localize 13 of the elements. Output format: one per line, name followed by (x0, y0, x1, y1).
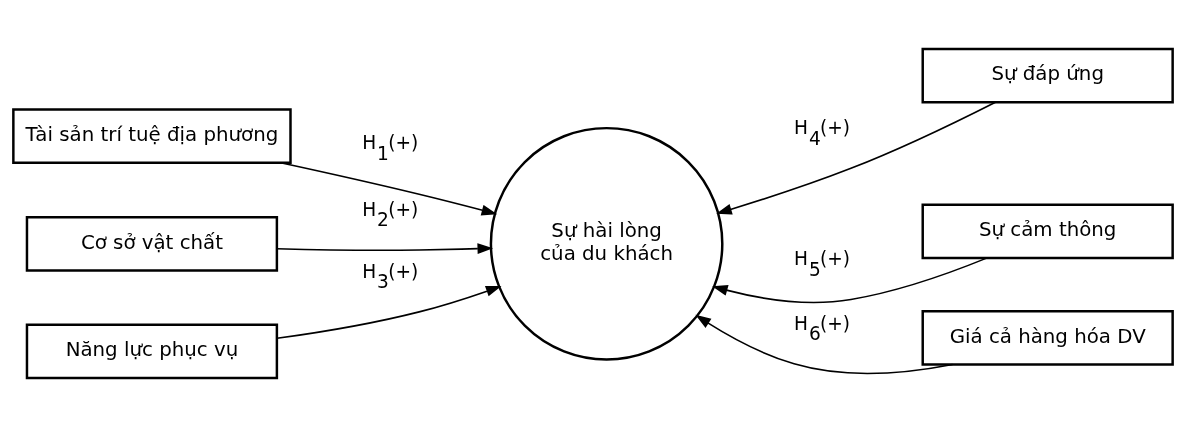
arrow (695, 314, 954, 374)
node-box: Năng lực phục vụ (25, 323, 279, 379)
arrow (716, 100, 997, 214)
arrow (276, 242, 494, 254)
node-box: Tài sản trí tuệ địa phương (12, 107, 292, 164)
node-box: Sự đáp ứng (921, 47, 1174, 103)
node-circle: Sự hài lòng của du khách (489, 126, 724, 361)
node-box: Giá cả hàng hóa DV (921, 309, 1174, 366)
arrow (279, 161, 498, 215)
arrow (276, 285, 502, 339)
node-box: Cơ sở vật chất (25, 215, 279, 272)
node-box: Sự cảm thông (921, 203, 1174, 259)
arrow (712, 256, 988, 303)
